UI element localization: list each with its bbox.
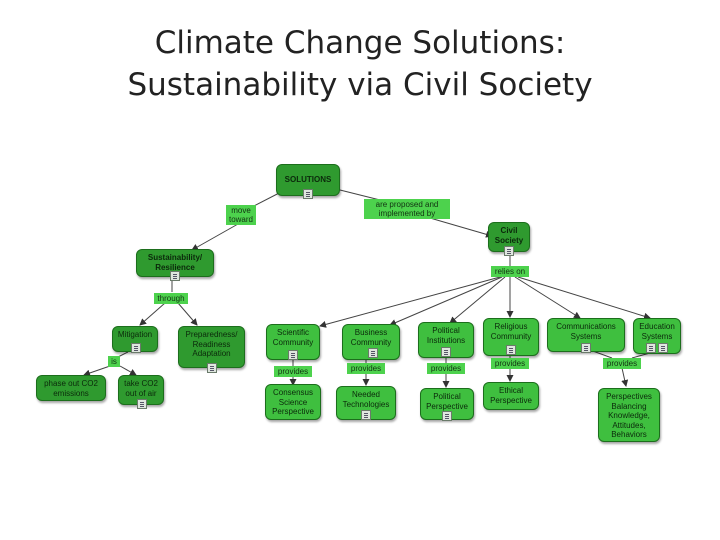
note-icon[interactable] [170,271,180,281]
edge-relies-scientific [319,276,501,328]
link-provides-political: provides [427,363,465,374]
edge-proposed-civil [429,217,493,238]
note-icon[interactable] [137,399,147,409]
node-ethical-label: Ethical Perspective [490,386,532,405]
edge-move-sustainability [191,223,239,251]
link-provides-scientific: provides [274,366,312,377]
note-icon[interactable] [131,343,141,353]
note-icon[interactable] [303,189,313,199]
node-education[interactable]: Education Systems [633,318,681,354]
edge-is-phase [83,365,111,377]
note-icon[interactable] [442,411,452,421]
note-icon[interactable] [441,347,451,357]
edge-through-mitigation [139,302,166,326]
link-provides-religious: provides [491,358,529,369]
node-education-label: Education Systems [639,322,675,341]
node-consensus-label: Consensus Science Perspective [272,388,314,416]
node-consensus[interactable]: Consensus Science Perspective [265,384,321,420]
node-preparedness[interactable]: Preparedness/ Readiness Adaptation [178,326,245,368]
note-icon[interactable] [368,348,378,358]
link-relies-on: relies on [491,266,529,277]
title-line-2: Sustainability via Civil Society [127,67,593,103]
node-communications-label: Communications Systems [556,322,616,341]
node-phase-out-label: phase out CO2 emissions [44,379,98,398]
edge-relies-comm [514,276,581,319]
node-phase-out[interactable]: phase out CO2 emissions [36,375,106,401]
node-business-label: Business Community [350,328,392,347]
note-icon[interactable] [288,350,298,360]
link-is: is [108,356,120,367]
note-icon[interactable] [361,410,371,420]
link-provides-business: provides [347,363,385,374]
node-mitigation-label: Mitigation [117,330,153,339]
node-perspectives-label: Perspectives Balancing Knowledge, Attitu… [606,392,652,439]
note-icon[interactable] [581,343,591,353]
node-political-persp-label: Political Perspective [426,392,468,411]
page-title: Climate Change Solutions: Sustainability… [0,22,720,106]
node-ethical[interactable]: Ethical Perspective [483,382,539,410]
edge-is-take [119,365,137,376]
title-line-1: Climate Change Solutions: [154,25,566,61]
edge-relies-political [449,276,506,324]
link-proposed: are proposed and implemented by [364,199,450,219]
node-needed-tech-label: Needed Technologies [342,390,390,409]
note-icon[interactable] [658,343,668,353]
node-political-inst-label: Political Institutions [426,326,466,345]
node-religious-label: Religious Community [490,322,532,341]
link-provides-education: provides [603,358,641,369]
edge-relies-business [389,276,503,326]
note-icon[interactable] [207,363,217,373]
edge-provides-perspectives [621,367,629,387]
node-solutions-label: SOLUTIONS [284,175,332,184]
edge-through-prep [177,302,198,326]
node-sustainability-label: Sustainability/ Resilience [147,253,203,272]
node-perspectives[interactable]: Perspectives Balancing Knowledge, Attitu… [598,388,660,442]
node-take-co2[interactable]: take CO2 out of air [118,375,164,405]
note-icon[interactable] [646,343,656,353]
edge-relies-edu [517,276,651,320]
node-scientific-label: Scientific Community [272,328,314,347]
node-civil-society-label: Civil Society [494,226,524,245]
edge-solutions-proposed [339,189,381,201]
node-preparedness-label: Preparedness/ Readiness Adaptation [185,330,238,358]
node-take-co2-label: take CO2 out of air [124,379,158,398]
link-move-toward: move toward [226,205,256,225]
note-icon[interactable] [504,246,514,256]
link-through: through [154,293,188,304]
note-icon[interactable] [506,345,516,355]
node-needed-tech[interactable]: Needed Technologies [336,386,396,420]
